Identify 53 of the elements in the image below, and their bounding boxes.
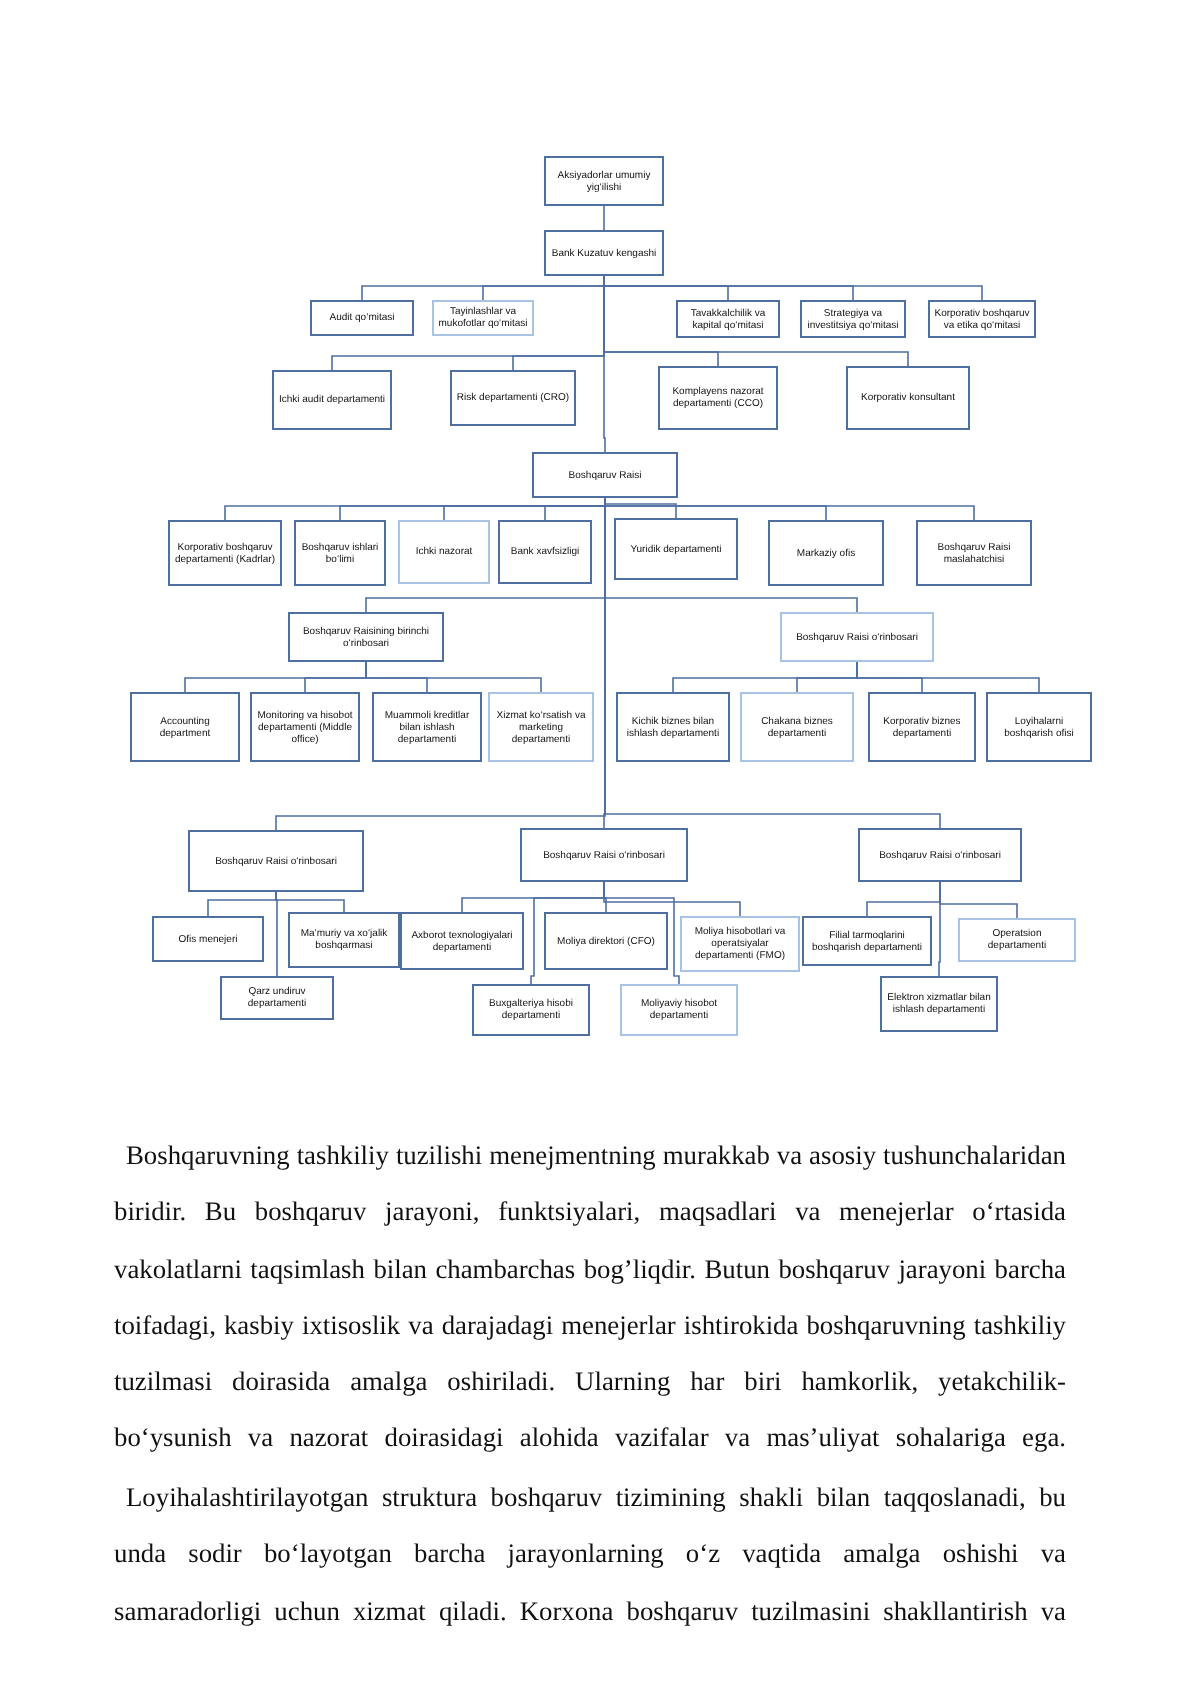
org-unit-box [498, 520, 592, 584]
org-unit-box [916, 520, 1032, 586]
org-unit-box [986, 692, 1092, 762]
org-unit-box [272, 370, 392, 430]
org-unit-box [472, 984, 590, 1036]
org-unit-box [880, 976, 998, 1032]
org-unit-box [802, 916, 932, 966]
org-unit-box [130, 692, 240, 762]
connector-line [603, 275, 606, 453]
org-unit-box [432, 300, 534, 336]
connector-line [275, 891, 278, 977]
org-unit-box [858, 828, 1022, 882]
connector-line [856, 661, 1040, 693]
org-unit-box [676, 300, 780, 338]
org-unit-box [868, 692, 976, 762]
org-unit-box [616, 692, 730, 762]
org-unit-box [220, 976, 334, 1020]
org-unit-box [288, 612, 444, 662]
org-unit-box [450, 370, 576, 426]
connector-line [938, 881, 941, 977]
org-unit-box [152, 916, 264, 962]
org-unit-box [532, 452, 678, 498]
org-unit-box [740, 692, 854, 762]
org-unit-box [310, 300, 414, 336]
org-unit-box [294, 520, 386, 586]
org-unit-box [620, 984, 738, 1036]
connector-line [604, 497, 677, 519]
org-unit-box [958, 918, 1076, 962]
org-unit-box [400, 912, 524, 970]
org-unit-box [768, 520, 884, 586]
org-unit-box [398, 520, 490, 584]
org-unit-box [544, 912, 668, 970]
org-unit-box [544, 156, 664, 206]
org-unit-box [168, 520, 282, 586]
org-unit-box [658, 366, 778, 430]
org-unit-box [928, 300, 1036, 338]
org-unit-box [188, 830, 364, 892]
body-paragraph: Loyihalashtirilayotgan struktura boshqaruv tizimining shakli bilan taqqoslanadi, bu unda sodir bo‘layotgan barcha jarayonlarning o‘z vaqtida amalga oshishi va samaradorligi uchun xizmat qiladi. Korxona boshqaruv tuzilmasini shakllantirish va [114, 1480, 1066, 1630]
org-unit-box [780, 612, 934, 662]
org-unit-box [288, 912, 400, 968]
org-unit-box [488, 692, 594, 762]
body-paragraph: Boshqaruvning tashkiliy tuzilishi menejmentning murakkab va asosiy tushunchalaridan biridir. Bu boshqaruv jarayoni, funktsiyalari, maqsadlari va menejerlar o‘rtasida vakolatlarni taqsimlash bilan chambarchas bog’liqdir. Butun boshqaruv jarayoni barcha toifadagi, kasbiy ixtisoslik va darajadagi menejerlar ishtirokida boshqaruvning tashkiliy tuzilmasi doirasida amalga oshiriladi. Ularning har biri hamkorlik, yetakchilik-bo‘ysunish va nazorat doirasidagi alohida vazifalar va mas’uliyat sohalariga ega. [114, 1138, 1066, 1457]
org-unit-box [544, 230, 664, 276]
org-unit-box [680, 916, 800, 972]
connector-line [365, 661, 542, 693]
org-unit-box [520, 828, 688, 882]
org-unit-box [846, 366, 970, 430]
org-unit-box [372, 692, 482, 762]
connector-line [603, 881, 680, 985]
org-unit-box [250, 692, 360, 762]
org-unit-box [614, 518, 738, 580]
org-unit-box [800, 300, 906, 338]
connector-line [603, 205, 605, 231]
